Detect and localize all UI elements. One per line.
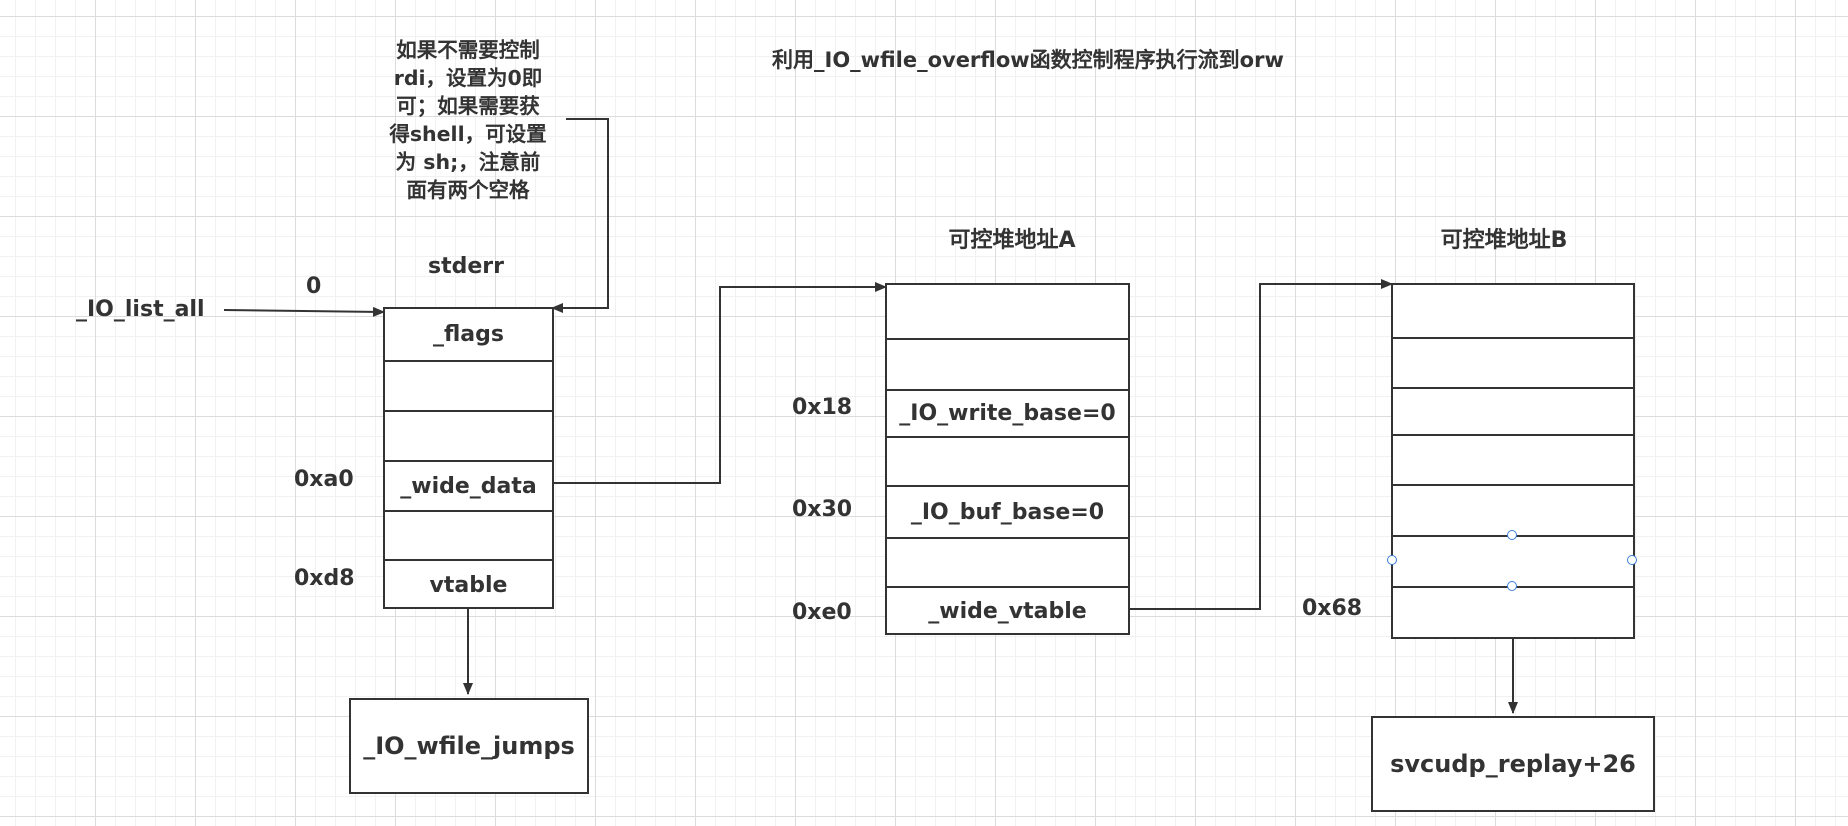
heap-b-cell — [1393, 434, 1633, 484]
wide-vtable-to-heap-b-arrow — [1128, 279, 1393, 610]
svcudp-replay-box: svcudp_replay+26 — [1371, 716, 1655, 812]
io-list-all-label: _IO_list_all — [76, 297, 205, 322]
stderr-title: stderr — [428, 254, 504, 279]
heap-b-cell-selected[interactable] — [1393, 535, 1633, 586]
note-line: 面有两个空格 — [406, 178, 530, 202]
heap-b-struct — [1391, 283, 1635, 639]
offset-buf-base: 0x30 — [792, 497, 853, 522]
stderr-cell-vtable: vtable — [385, 559, 552, 609]
selection-handle-bottom[interactable] — [1507, 581, 1517, 591]
wide-data-to-heap-a-arrow — [552, 282, 887, 484]
stderr-cell — [385, 360, 552, 410]
heap-a-cell-wide-vtable: _wide_vtable — [887, 586, 1128, 635]
diagram-title: 利用_IO_wfile_overflow函数控制程序执行流到orw — [772, 48, 1284, 72]
offset-wide-vtable: 0xe0 — [792, 600, 852, 625]
note-to-stderr-arrow — [551, 118, 609, 313]
stderr-struct: _flags _wide_data vtable — [383, 307, 554, 609]
note-line: 得shell，可设置 — [389, 122, 547, 146]
offset-write-base: 0x18 — [792, 395, 853, 420]
heap-a-cell-buf-base: _IO_buf_base=0 — [887, 485, 1128, 537]
selection-handle-right[interactable] — [1627, 555, 1637, 565]
heap-a-cell-write-base: _IO_write_base=0 — [887, 389, 1128, 436]
io-list-all-arrow — [223, 306, 385, 317]
stderr-cell — [385, 410, 552, 460]
note-line: 可；如果需要获 — [396, 94, 540, 118]
heap-b-cell — [1393, 484, 1633, 535]
heap-b-cell — [1393, 387, 1633, 434]
heap-b-cell — [1393, 285, 1633, 337]
offset-wide-data: 0xa0 — [294, 467, 354, 492]
heap-b-title: 可控堆地址B — [1440, 228, 1568, 253]
heap-a-struct: _IO_write_base=0 _IO_buf_base=0 _wide_vt… — [885, 283, 1130, 635]
heap-a-cell — [887, 338, 1128, 389]
rdi-note: 如果不需要控制 rdi，设置为0即 可；如果需要获 得shell，可设置 为 s… — [388, 36, 548, 204]
note-line: 如果不需要控制 — [396, 38, 540, 62]
offset-vtable: 0xd8 — [294, 566, 355, 591]
offset-heap-b-last: 0x68 — [1302, 596, 1363, 621]
heap-b-cell — [1393, 337, 1633, 387]
stderr-cell — [385, 510, 552, 559]
stderr-cell-wide-data: _wide_data — [385, 460, 552, 510]
heap-a-cell — [887, 285, 1128, 338]
heap-a-cell — [887, 436, 1128, 485]
heap-a-title: 可控堆地址A — [948, 228, 1076, 253]
list-offset-label: 0 — [306, 274, 322, 299]
io-wfile-jumps-box: _IO_wfile_jumps — [349, 698, 589, 794]
note-line: rdi，设置为0即 — [393, 66, 543, 90]
stderr-cell-flags: _flags — [433, 322, 504, 347]
selection-handle-left[interactable] — [1387, 555, 1397, 565]
heap-a-cell — [887, 537, 1128, 586]
heap-b-cell — [1393, 586, 1633, 639]
note-line: 为 sh;，注意前 — [395, 150, 541, 174]
selection-handle-top[interactable] — [1507, 530, 1517, 540]
